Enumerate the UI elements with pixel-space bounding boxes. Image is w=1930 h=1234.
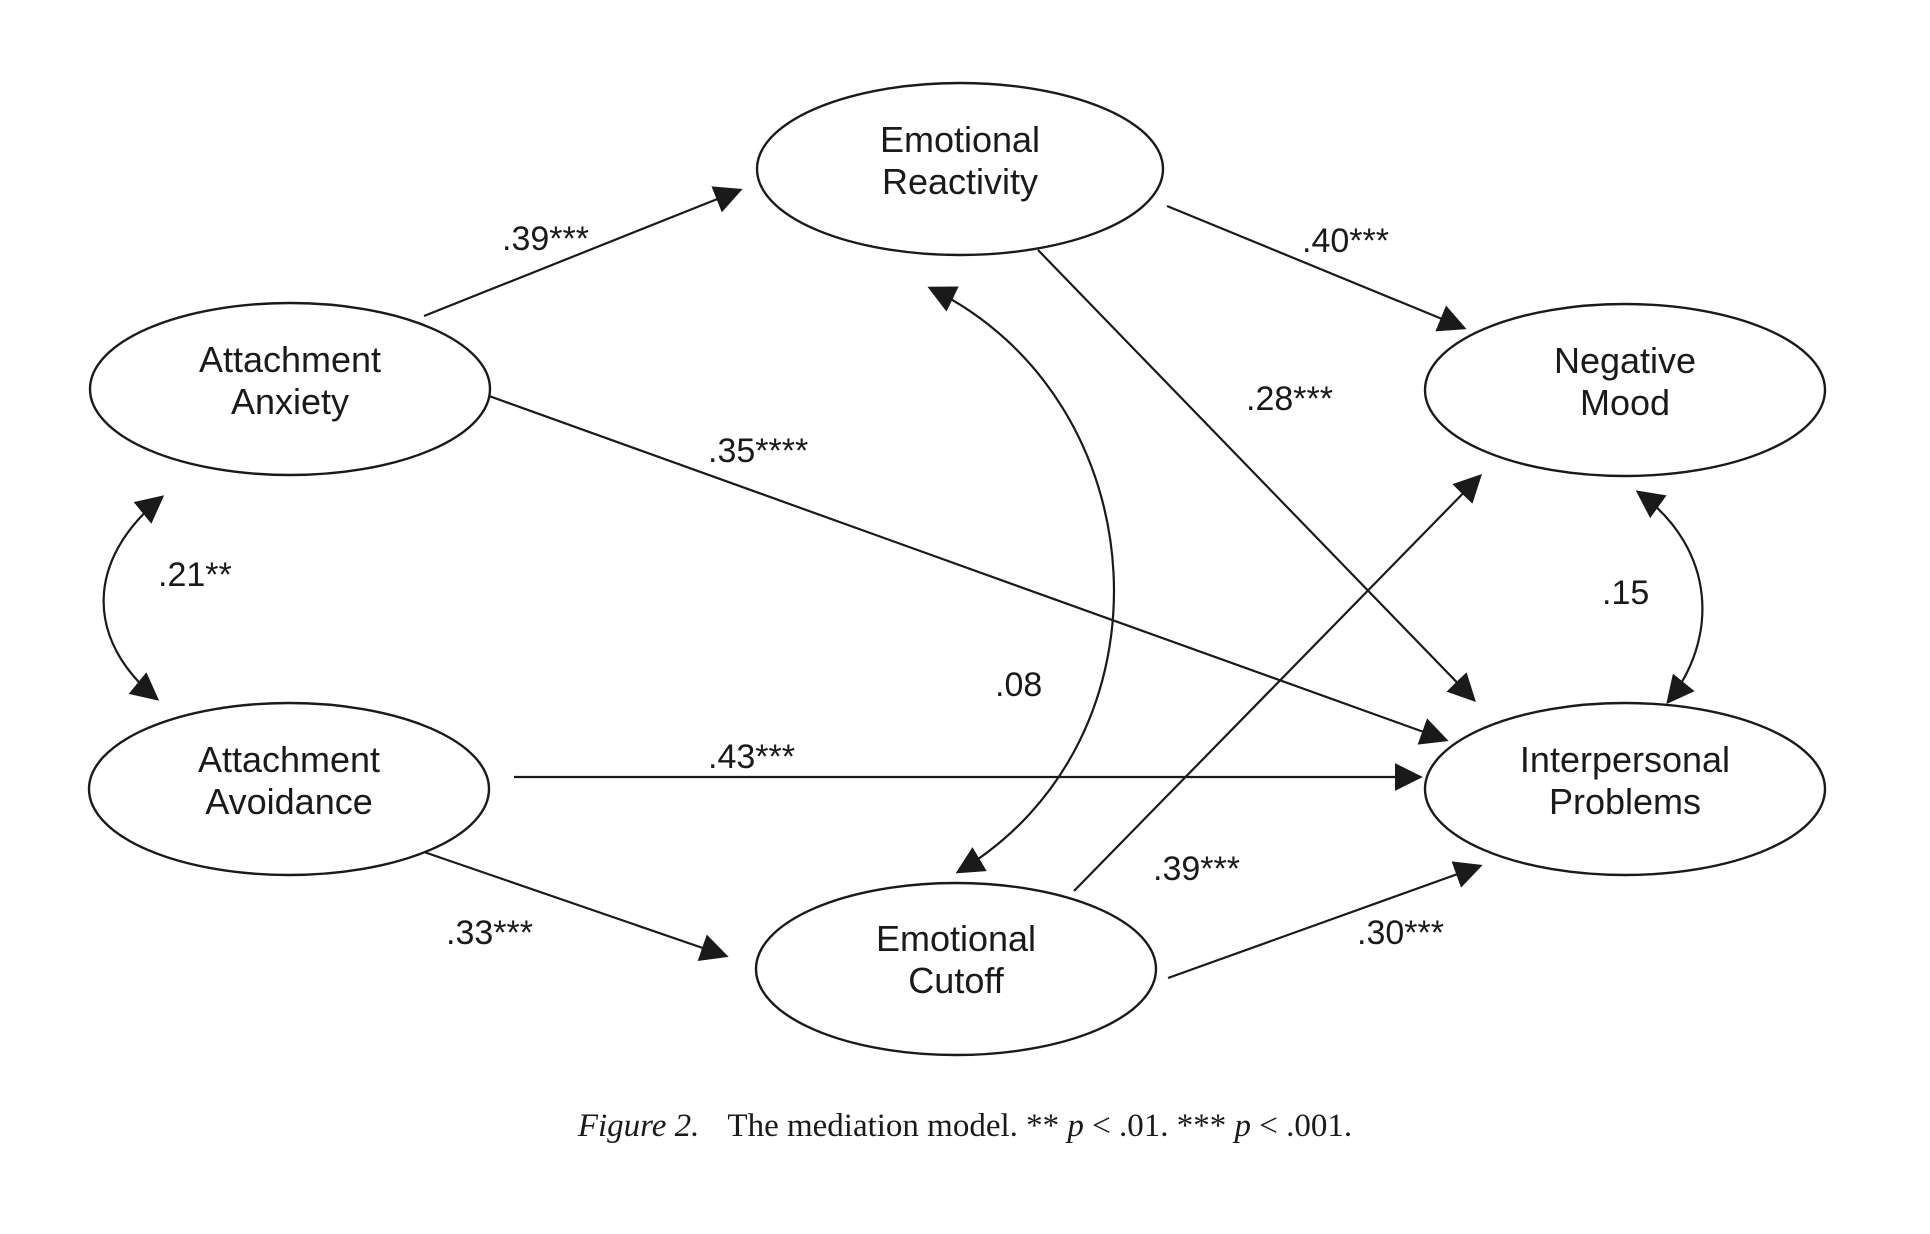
- node-label-line2: Mood: [1580, 382, 1670, 423]
- edge-cutoff-to-negmood: [1073, 473, 1482, 892]
- node-label-line1: Negative: [1554, 340, 1696, 381]
- edge-avoidance-to-cutoff: [423, 850, 729, 962]
- node-label-line2: Reactivity: [882, 161, 1038, 202]
- node-emotional-cutoff: Emotional Cutoff: [754, 881, 1158, 1057]
- edge-anxiety-to-reactivity: [423, 186, 743, 318]
- node-interpersonal-problems: Interpersonal Problems: [1423, 701, 1827, 877]
- edge-label-reactivity-cutoff: .08: [995, 666, 1042, 704]
- caption-text-a: The mediation model. **: [727, 1108, 1068, 1144]
- edge-cutoff-to-interpersonal: [1167, 861, 1483, 980]
- figure-caption: Figure 2. The mediation model. ** p < .01…: [0, 1108, 1930, 1145]
- node-label-line1: Emotional: [880, 119, 1040, 160]
- node-attachment-anxiety: Attachment Anxiety: [88, 301, 492, 477]
- node-label-line2: Cutoff: [908, 960, 1004, 1001]
- node-emotional-reactivity: Emotional Reactivity: [755, 81, 1165, 257]
- covariance-negmood-interpersonal: [1635, 490, 1704, 705]
- edge-label-cutoff-negmood: .39***: [1153, 850, 1240, 888]
- caption-text-c: < .001.: [1251, 1108, 1353, 1144]
- node-attachment-avoidance: Attachment Avoidance: [87, 701, 491, 877]
- figure-label: Figure 2.: [577, 1108, 700, 1144]
- edge-label-reactivity-negmood: .40***: [1302, 222, 1389, 260]
- edge-label-reactivity-interpersonal: .28***: [1246, 380, 1333, 418]
- edge-label-anxiety-avoidance: .21**: [158, 556, 232, 594]
- node-label-line2: Anxiety: [231, 381, 349, 422]
- node-label-line1: Attachment: [199, 339, 381, 380]
- caption-p1: p: [1067, 1108, 1084, 1144]
- caption-p2: p: [1234, 1108, 1252, 1144]
- caption-text-b: < .01. ***: [1083, 1108, 1235, 1144]
- edge-label-avoidance-cutoff: .33***: [446, 914, 533, 952]
- node-label-line2: Avoidance: [205, 781, 372, 822]
- node-negative-mood: Negative Mood: [1423, 302, 1827, 478]
- edge-reactivity-to-interpersonal: [1037, 249, 1476, 703]
- edge-reactivity-to-negmood: [1166, 204, 1467, 332]
- node-label-line1: Attachment: [198, 739, 380, 780]
- covariance-anxiety-avoidance: [102, 495, 165, 701]
- node-label-line1: Emotional: [876, 918, 1036, 959]
- edge-label-cutoff-interpersonal: .30***: [1357, 914, 1444, 952]
- edge-anxiety-to-interpersonal: [477, 390, 1449, 745]
- covariance-reactivity-cutoff: [927, 286, 1116, 874]
- edge-label-avoidance-interpersonal: .43***: [708, 738, 795, 776]
- edge-label-anxiety-interpersonal: .35****: [708, 432, 808, 470]
- node-label-line1: Interpersonal: [1520, 739, 1730, 780]
- node-label-line2: Problems: [1549, 781, 1701, 822]
- edge-label-anxiety-reactivity: .39***: [502, 220, 589, 258]
- edge-label-negmood-interpersonal: .15: [1602, 574, 1649, 612]
